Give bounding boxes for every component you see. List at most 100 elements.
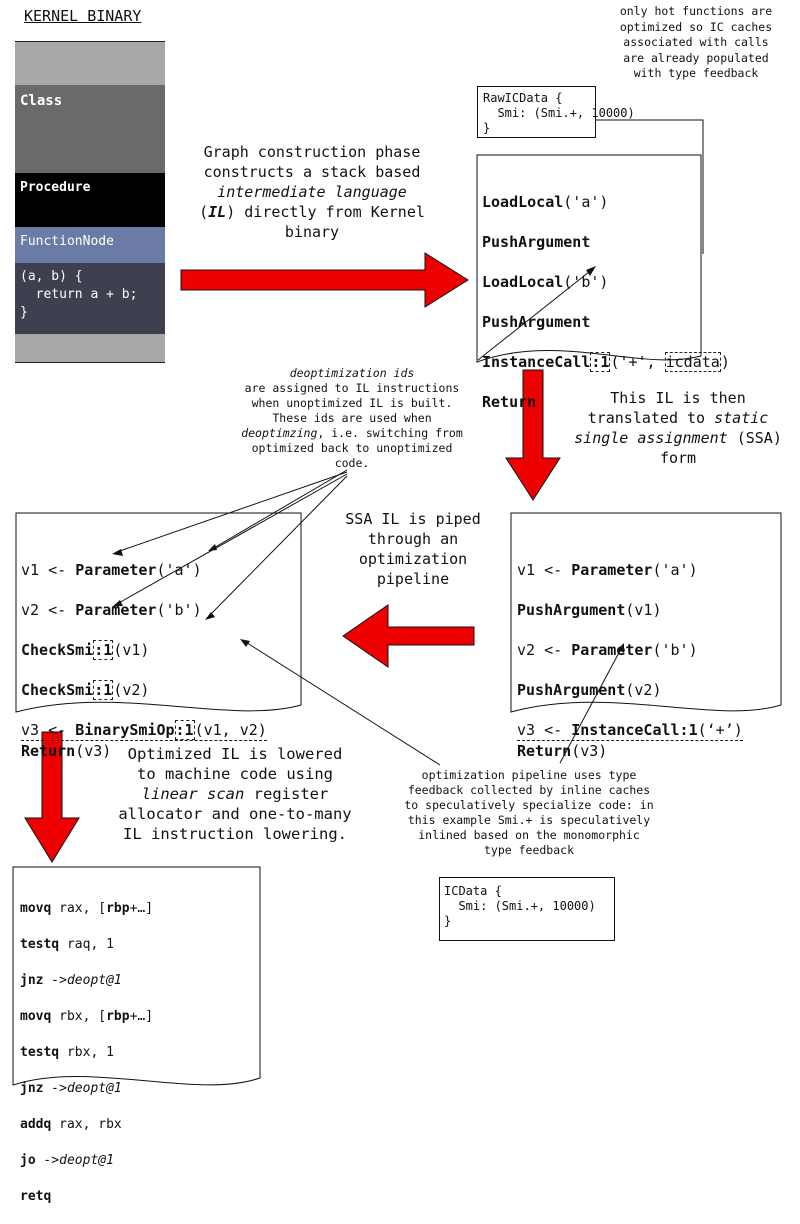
note-line: this example Smi.+ is speculatively xyxy=(407,813,651,827)
note-fragment: ) directly from Kernel xyxy=(226,203,425,221)
op-return: Return xyxy=(21,742,76,760)
note-line: through an xyxy=(367,530,459,548)
asm-operand: +…] xyxy=(129,901,154,916)
asm-line: retq xyxy=(20,1188,153,1206)
arg: ('a') xyxy=(563,193,609,211)
assign: v1 <- xyxy=(21,561,76,579)
il-line: Return(v3) xyxy=(21,741,267,761)
note-line: inlined based on the monomorphic xyxy=(418,828,640,842)
icdata-line: ICData { xyxy=(444,884,502,898)
note-line: These ids are used when xyxy=(272,411,432,425)
assign: v1 <- xyxy=(517,561,572,579)
arrowhead xyxy=(240,639,250,647)
note-line: deoptimization ids xyxy=(289,366,415,380)
asm-line: jnz ->deopt@1 xyxy=(20,972,153,990)
kernel-footer-band xyxy=(15,334,165,362)
note-line: linear scan register xyxy=(100,784,370,804)
machine-code: movq rax, [rbp+…] testq raq, 1 jnz ->deo… xyxy=(20,882,153,1224)
asm-operand: ->deopt@1 xyxy=(43,973,122,988)
deopt-ids-note: deoptimization ids are assigned to IL in… xyxy=(214,366,490,471)
asm-operand: ->deopt@1 xyxy=(43,1081,122,1096)
note-fragment: translated to xyxy=(587,409,715,427)
note-line: to machine code using xyxy=(137,765,333,783)
asm-op: addq xyxy=(20,1117,52,1132)
asm-line: movq rbx, [rbp+…] xyxy=(20,1008,153,1026)
asm-op: testq xyxy=(20,1045,60,1060)
asm-op: jnz xyxy=(20,1081,44,1096)
raw-icdata-line: Smi: (Smi.+, 10000) xyxy=(483,106,635,120)
code-line: return a + b; xyxy=(20,287,138,302)
il-line: v1 <- Parameter('a') xyxy=(21,560,267,580)
asm-operand: raq, 1 xyxy=(59,937,114,952)
arg: ('a') xyxy=(652,561,698,579)
note-line: when unoptimized IL is built. xyxy=(251,396,453,410)
kernel-header-band xyxy=(15,42,165,85)
il-abbrev: IL xyxy=(208,203,227,221)
il-line: PushArgument xyxy=(482,232,730,252)
arg: ('b') xyxy=(652,641,698,659)
op-instancecall: InstanceCall xyxy=(482,353,591,371)
note-fragment: (SSA) xyxy=(727,429,782,447)
function-node-label: FunctionNode xyxy=(15,227,165,263)
asm-line: testq raq, 1 xyxy=(20,936,153,954)
optimization-feedback-note: optimization pipeline uses type feedback… xyxy=(398,768,660,858)
code-line: (a, b) { xyxy=(20,269,83,284)
note-fragment: static xyxy=(714,409,769,427)
note-line: pipeline xyxy=(376,570,450,588)
note-line: SSA IL is piped xyxy=(345,510,481,528)
asm-line: jo ->deopt@1 xyxy=(20,1152,153,1170)
il-line: LoadLocal('a') xyxy=(482,192,730,212)
deopt-id-box: :1 xyxy=(93,640,114,660)
op-parameter: Parameter xyxy=(75,601,157,619)
note-line: Graph construction phase xyxy=(203,143,421,161)
note-line: associated with calls xyxy=(623,35,769,49)
note-fragment: single assignment xyxy=(574,429,728,447)
asm-operand: ->deopt@1 xyxy=(35,1153,114,1168)
note-line: IL instruction lowering. xyxy=(123,825,347,843)
note-line: intermediate language xyxy=(217,183,407,201)
il-line: v3 <- BinarySmiOp:1(v1, v2) xyxy=(21,720,267,741)
diagram-canvas xyxy=(12,119,782,1086)
note-line: binary xyxy=(284,223,340,241)
op-checksmi: CheckSmi xyxy=(21,681,94,699)
op-pushargument: PushArgument xyxy=(517,601,626,619)
note-fragment: deoptimzing xyxy=(241,426,318,440)
assign: v2 <- xyxy=(21,601,76,619)
arrow-kernel-to-il xyxy=(180,252,469,308)
il-line: InstanceCall:1('+', icdata) xyxy=(482,352,730,372)
ssa-il-document xyxy=(510,512,782,713)
arg: (‘+’) xyxy=(697,721,743,739)
feedback-pointer-to-opt xyxy=(243,640,441,766)
procedure-label: Procedure xyxy=(15,173,165,227)
il-line: PushArgument(v1) xyxy=(517,600,743,620)
opt-il-code: v1 <- Parameter('a') v2 <- Parameter('b'… xyxy=(21,540,267,781)
arg: ) xyxy=(720,353,730,371)
arrow-opt-to-machine xyxy=(24,731,80,863)
icdata-connector-line xyxy=(596,119,704,254)
op-loadlocal: LoadLocal xyxy=(482,193,564,211)
op-checksmi: CheckSmi xyxy=(21,641,94,659)
op-return: Return xyxy=(482,393,537,411)
icdata-line: Smi: (Smi.+, 10000) xyxy=(444,899,596,913)
asm-op: testq xyxy=(20,937,60,952)
il-line: PushArgument(v2) xyxy=(517,680,743,700)
lowering-note: Optimized IL is lowered to machine code … xyxy=(100,744,370,844)
op-instancecall: InstanceCall:1 xyxy=(571,721,698,739)
op-return: Return xyxy=(517,742,572,760)
note-line: Optimized IL is lowered xyxy=(127,745,343,763)
arg: ('+', xyxy=(610,353,665,371)
raw-icdata-line: } xyxy=(483,121,491,135)
note-line: single assignment (SSA) xyxy=(560,428,796,448)
deopt-id-box: :1 xyxy=(590,352,611,372)
note-line: code. xyxy=(334,456,370,470)
ssa-pipeline-note: SSA IL is piped through an optimization … xyxy=(330,509,496,589)
note-line: form xyxy=(659,449,697,467)
arg: (v3) xyxy=(571,742,608,760)
icdata-ref-box: icdata xyxy=(664,352,721,372)
note-line: optimization xyxy=(358,550,468,568)
note-fragment: , i.e. switching from xyxy=(317,426,463,440)
deopt-id-pointer-line xyxy=(477,267,595,361)
arg: (v2) xyxy=(625,681,662,699)
unopt-il-code: LoadLocal('a') PushArgument LoadLocal('b… xyxy=(482,172,730,432)
note-line: to speculatively specialize code: in xyxy=(404,798,654,812)
